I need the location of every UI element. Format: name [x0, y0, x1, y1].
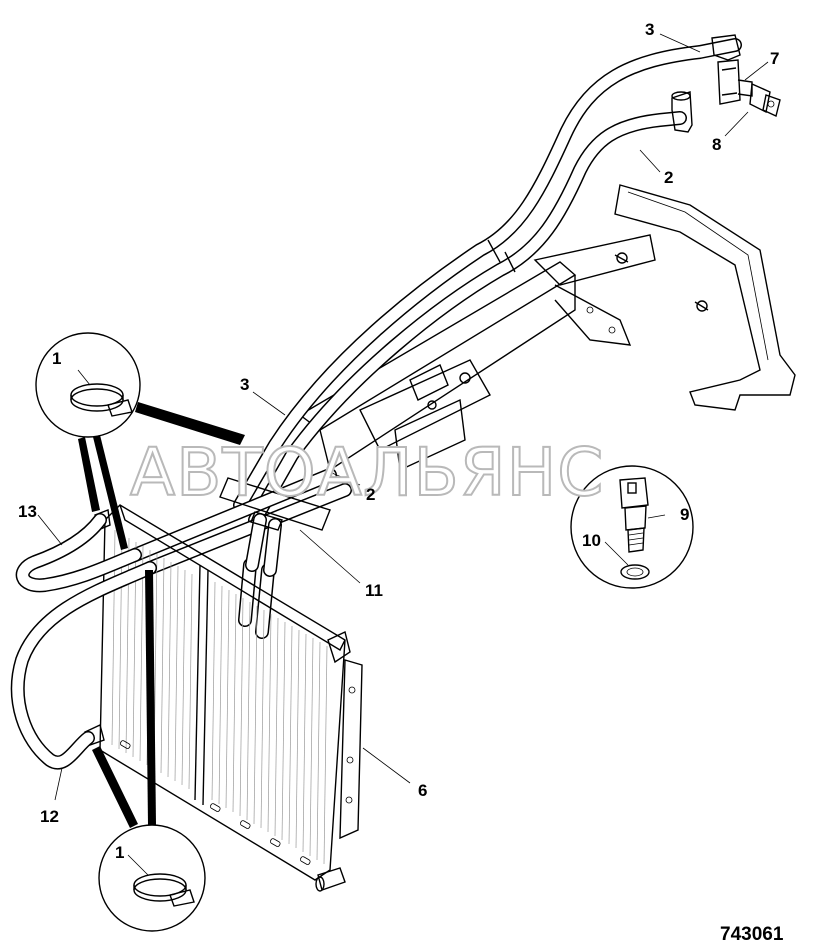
- figure-number: 743061: [720, 924, 784, 945]
- callout-1-bottom: 1: [115, 843, 124, 862]
- callout-3-lower: 3: [240, 375, 249, 394]
- callout-2-upper: 2: [664, 168, 673, 187]
- callout-2-lower: 2: [366, 485, 375, 504]
- leader-lines: [37, 33, 769, 876]
- switch-detail: [570, 465, 694, 589]
- chassis-frame-bracket: [298, 184, 796, 472]
- sealing-washer-icon: [620, 564, 650, 580]
- oil-cooler-core: [84, 504, 363, 892]
- watermark: АВТОАЛЬЯНС: [130, 434, 604, 511]
- callout-9: 9: [680, 505, 689, 524]
- callout-12: 12: [40, 807, 59, 826]
- tee-fitting: [717, 59, 753, 105]
- oil-cooler-pipes: [233, 34, 742, 527]
- pressure-switch-small: [749, 82, 781, 117]
- hose-13: [15, 513, 142, 593]
- pressure-switch-icon: [619, 477, 649, 553]
- hose-clamp-icon: [70, 383, 133, 417]
- return-hose-12: [10, 561, 157, 770]
- callout-1-top: 1: [52, 349, 61, 368]
- hose-clamp-icon: [133, 873, 195, 907]
- clamp-detail-bottom: [92, 570, 206, 932]
- clamp-detail-top: [35, 332, 245, 550]
- callout-8: 8: [712, 135, 721, 154]
- mounting-strap: [219, 477, 331, 531]
- callout-6: 6: [418, 781, 427, 800]
- callouts: 1 1 3 7 8 2 3 2 9 10 13 11 6 12: [18, 20, 779, 862]
- callout-7: 7: [770, 49, 779, 68]
- callout-10: 10: [582, 531, 601, 550]
- callout-3-upper: 3: [645, 20, 654, 39]
- callout-13: 13: [18, 502, 37, 521]
- callout-11: 11: [365, 581, 383, 600]
